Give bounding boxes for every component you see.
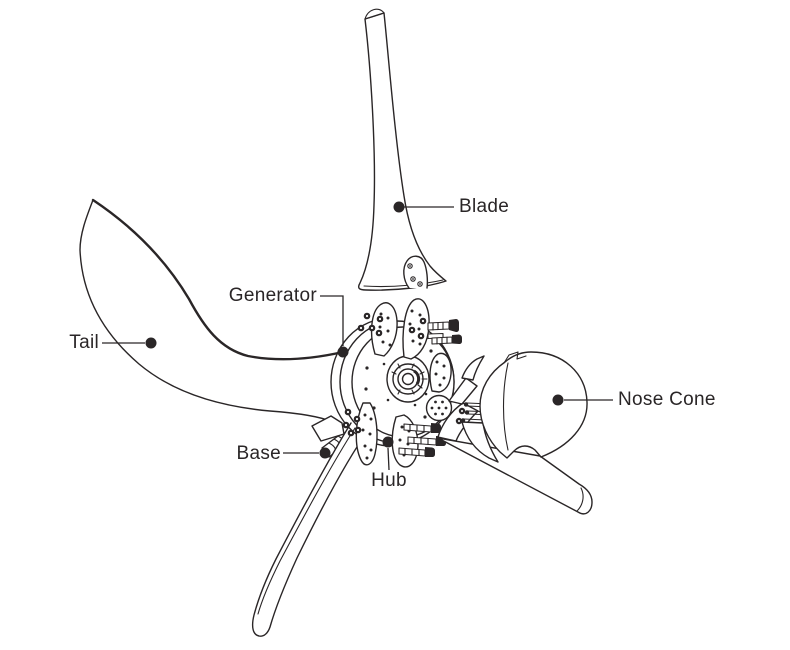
callout-dot-hub: [382, 436, 394, 448]
label-hub: Hub: [371, 470, 407, 491]
shaft-drawing: [386, 355, 430, 403]
leader-hub: [387, 447, 390, 471]
label-tail: Tail: [69, 332, 99, 353]
label-blade: Blade: [459, 196, 510, 217]
label-nose-cone: Nose Cone: [618, 389, 716, 410]
callout-dot-blade: [393, 201, 405, 213]
callout-dot-base: [319, 447, 331, 459]
callout-dot-tail: [145, 337, 157, 349]
blade-lower-left-drawing: [251, 422, 370, 637]
blade-root-holes: [407, 263, 423, 287]
spinner-backplate: [448, 355, 499, 463]
label-generator: Generator: [228, 285, 317, 306]
blade-top-drawing: [357, 8, 447, 291]
leader-generator: [320, 295, 344, 346]
callouts: [102, 201, 613, 471]
tail-drawing: [79, 198, 388, 430]
bolts: [398, 319, 462, 457]
hex-nuts: [342, 312, 427, 437]
hub-mount-petals: [355, 298, 453, 468]
callout-dot-generator: [337, 346, 349, 358]
label-base: Base: [236, 443, 281, 464]
callout-dot-nose-cone: [552, 394, 564, 406]
generator-hub-drawing: [330, 298, 462, 468]
nose-cone-drawing: [479, 351, 588, 459]
